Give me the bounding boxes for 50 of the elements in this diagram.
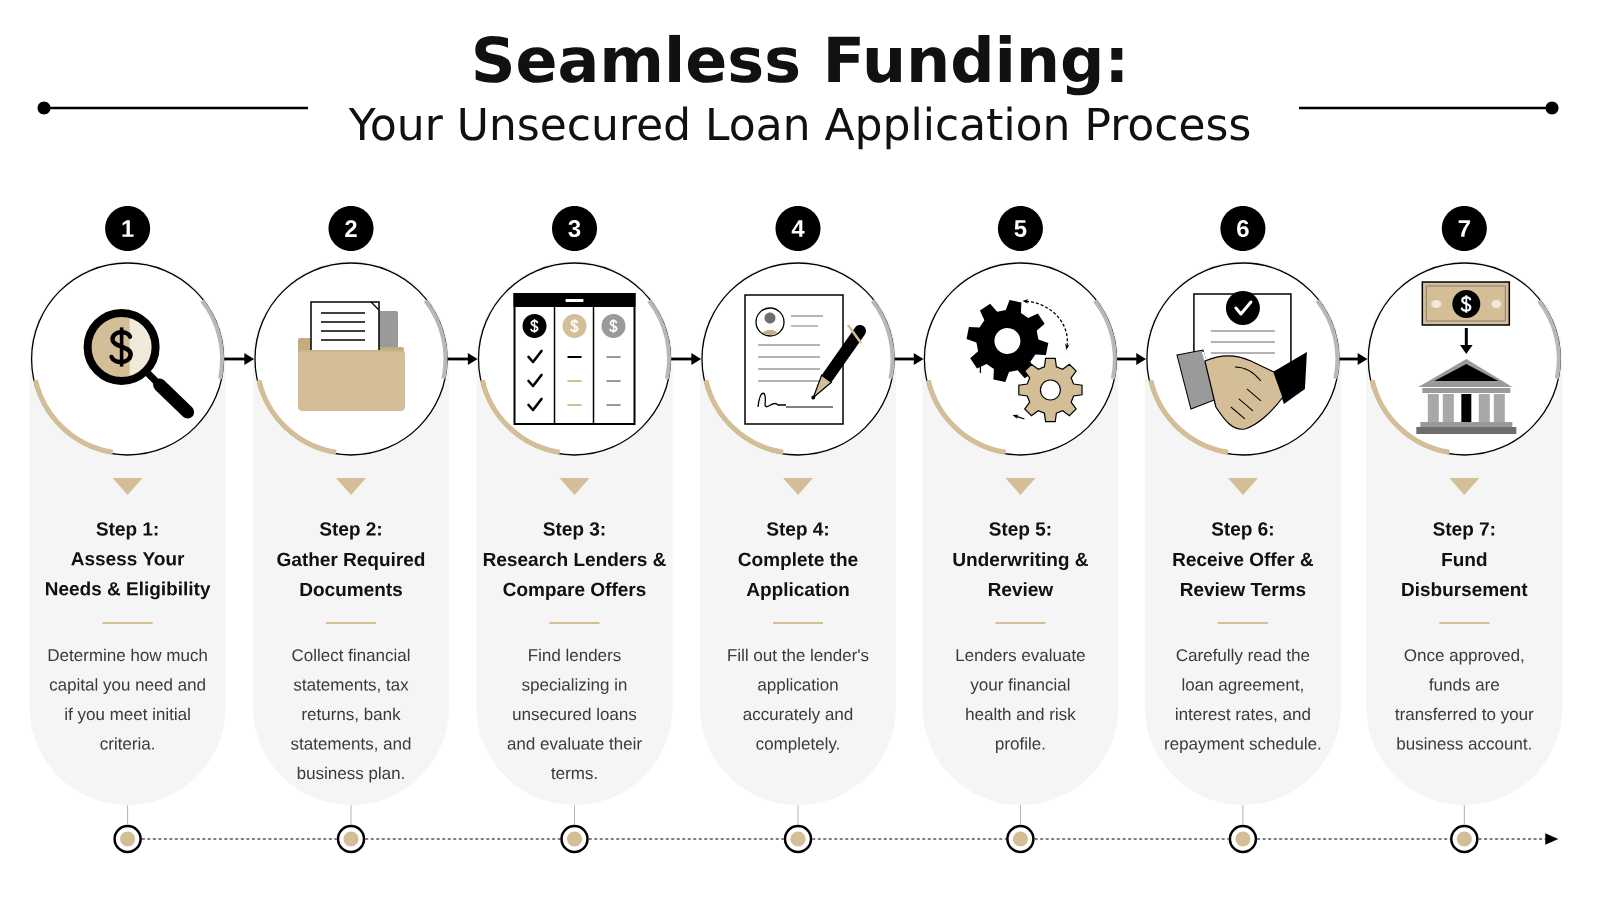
timeline-dot [560, 824, 589, 854]
step-title: Fund Disbursement [1402, 552, 1528, 597]
step-title: Underwriting & Review [953, 552, 1088, 597]
step-label: Step 7: [1433, 522, 1495, 540]
timeline-dot [1006, 824, 1035, 854]
number-badge: 1 [105, 206, 151, 252]
step-description: Lenders evaluate your financial health and risk profile. [956, 648, 1085, 754]
dashed-line [1256, 838, 1451, 840]
dashed-line [811, 838, 1007, 840]
timeline-dot [113, 824, 142, 854]
step-label: Step 3: [543, 522, 605, 540]
step-title: Research Lenders & Compare Offers [483, 552, 666, 600]
connector-line [574, 804, 575, 826]
connector-line [1463, 804, 1465, 826]
step-description: Determine how much capital you need and if you meet initial criteria. [48, 648, 207, 750]
number-badge: 5 [997, 206, 1043, 252]
step-label: Step 6: [1211, 522, 1273, 540]
dashed-line [588, 838, 785, 840]
connector-line [1019, 804, 1021, 826]
timeline-dot [1450, 824, 1479, 854]
step-description: Once approved, funds are transferred to your business account. [1395, 648, 1534, 750]
step-title: Receive Offer & Review Terms [1173, 552, 1314, 597]
dashed-line [1034, 838, 1230, 840]
timeline-dot [336, 824, 366, 854]
step-title: Gather Required Documents [277, 552, 425, 597]
connector-line [1242, 804, 1244, 826]
step-title: Complete the Application [738, 552, 858, 600]
number-badge: 3 [552, 206, 597, 252]
connector-line [797, 804, 799, 826]
connector-line [127, 804, 129, 826]
connector-line [350, 804, 352, 826]
step-label: Step 2: [319, 522, 381, 540]
number-badge: 4 [775, 206, 821, 252]
step-description: Fill out the lender's application accurately and completely. [728, 648, 869, 754]
timeline-dot [783, 824, 813, 854]
number-badge: 7 [1441, 206, 1487, 252]
step-label: Step 5: [989, 522, 1051, 540]
step-description: Collect financial statements, tax returns, bank statements, and business plan. [291, 648, 411, 783]
dashed-line [364, 838, 561, 840]
step-description: Find lenders specializing in unsecured loans and evaluate their terms. [507, 648, 642, 780]
title: Seamless Funding: [475, 34, 1123, 96]
step-description: Carefully read the loan agreement, interest rates, and repayment schedule. [1165, 648, 1321, 754]
step-title: Assess Your Needs & Eligibility [46, 552, 211, 600]
step-label: Step 4: [766, 522, 828, 540]
number-badge: 2 [328, 206, 374, 252]
step-label: Step 1: [96, 522, 158, 540]
subtitle: Your Unsecured Loan Application Process [348, 106, 1250, 150]
dashed-line [141, 838, 338, 840]
timeline-dot [1228, 824, 1258, 854]
number-badge: 6 [1220, 206, 1266, 252]
